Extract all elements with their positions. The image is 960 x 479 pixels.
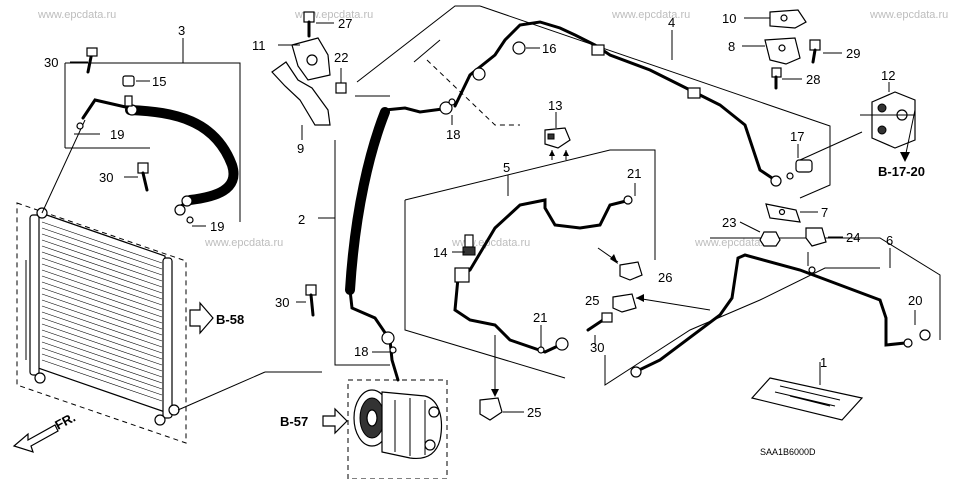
- callout-11: 11: [252, 38, 266, 53]
- callout-16: 16: [542, 41, 556, 56]
- liquid-pipe[interactable]: [630, 253, 931, 378]
- part-2-group: [318, 140, 390, 366]
- high-pressure-pipe[interactable]: [453, 20, 782, 187]
- callout-17: 17: [790, 129, 804, 144]
- part-6-group: [604, 237, 941, 386]
- callout-28: 28: [806, 72, 820, 87]
- callout-15: 15: [152, 74, 166, 89]
- callout-12: 12: [881, 68, 895, 83]
- callout-21a: 21: [627, 166, 641, 181]
- callout-labels: 1 2 3 4 5 6 7 8 9 10 11 12 13 14 15 16 1…: [44, 11, 922, 420]
- ref-arrow-b57[interactable]: B-57: [280, 407, 348, 435]
- bolt-28[interactable]: [771, 67, 782, 90]
- bolt-27[interactable]: [303, 11, 315, 38]
- watermark-text: www.epcdata.ru: [869, 9, 948, 21]
- callout-23: 23: [722, 215, 736, 230]
- callout-5: 5: [503, 160, 510, 175]
- nut-15[interactable]: [122, 75, 135, 107]
- clamp-24[interactable]: [805, 227, 827, 247]
- switch-13[interactable]: [544, 127, 571, 149]
- grommet-25-lower[interactable]: [479, 397, 503, 421]
- part-5-group: [404, 149, 656, 379]
- callout-19b: 19: [210, 219, 224, 234]
- callout-30b: 30: [99, 170, 113, 185]
- callout-3: 3: [178, 23, 185, 38]
- callout-26: 26: [658, 270, 672, 285]
- callout-30d: 30: [590, 340, 604, 355]
- callout-30c: 30: [275, 295, 289, 310]
- callout-13: 13: [548, 98, 562, 113]
- ref-arrow-b58[interactable]: B-58: [189, 301, 244, 335]
- callout-4: 4: [668, 15, 675, 30]
- condenser[interactable]: [16, 202, 187, 444]
- ref-b57-label: B-57: [280, 414, 308, 429]
- nut-23[interactable]: [759, 231, 781, 247]
- callout-20: 20: [908, 293, 922, 308]
- ref-b1720-label: B-17-20: [878, 164, 925, 179]
- sensor-14[interactable]: [462, 234, 476, 256]
- callout-1: 1: [820, 355, 827, 370]
- clip-22[interactable]: [335, 68, 347, 94]
- callout-30a: 30: [44, 55, 58, 70]
- callout-7: 7: [821, 205, 828, 220]
- callout-2: 2: [298, 212, 305, 227]
- bolt-30-right[interactable]: [586, 312, 613, 332]
- callout-18a: 18: [446, 127, 460, 142]
- callout-18b: 18: [354, 344, 368, 359]
- ref-arrow-b1720[interactable]: B-17-20: [878, 109, 925, 179]
- label-plate-1[interactable]: [750, 377, 864, 421]
- bolt-29[interactable]: [809, 39, 821, 64]
- grommet-26[interactable]: [619, 261, 643, 281]
- bracket-8[interactable]: [764, 37, 801, 65]
- callout-25b: 25: [585, 293, 599, 308]
- callout-24: 24: [846, 230, 860, 245]
- callout-8: 8: [728, 39, 735, 54]
- bracket-7[interactable]: [765, 203, 801, 223]
- bolt-30-top[interactable]: [86, 47, 98, 74]
- watermark-text: www.epcdata.ru: [204, 237, 283, 249]
- callout-9: 9: [297, 141, 304, 156]
- callout-29: 29: [846, 46, 860, 61]
- part-3-group: [64, 38, 241, 222]
- grommet-25-upper[interactable]: [612, 293, 637, 313]
- watermark-text: www.epcdata.ru: [611, 9, 690, 21]
- callout-19a: 19: [110, 127, 124, 142]
- callout-22: 22: [334, 50, 348, 65]
- watermark-text: www.epcdata.ru: [694, 237, 773, 249]
- bolt-30-mid[interactable]: [137, 162, 149, 192]
- callout-25a: 25: [527, 405, 541, 420]
- oring-17[interactable]: [786, 159, 813, 180]
- bolt-30-center[interactable]: [305, 284, 317, 317]
- callout-27: 27: [338, 16, 352, 31]
- part-4-group: [356, 5, 831, 199]
- discharge-hose[interactable]: [81, 98, 239, 216]
- callout-21b: 21: [533, 310, 547, 325]
- callout-6: 6: [886, 233, 893, 248]
- compressor[interactable]: [347, 379, 448, 479]
- callout-14: 14: [433, 245, 447, 260]
- bracket-9[interactable]: [271, 37, 331, 126]
- bracket-10[interactable]: [769, 9, 807, 29]
- front-arrow: FR.: [12, 410, 78, 453]
- diagram-code: SAA1B6000D: [760, 447, 816, 457]
- watermark-text: www.epcdata.ru: [37, 9, 116, 21]
- ref-b58-label: B-58: [216, 312, 244, 327]
- low-pressure-pipe[interactable]: [453, 195, 633, 354]
- callout-10: 10: [722, 11, 736, 26]
- suction-hose[interactable]: [345, 101, 453, 382]
